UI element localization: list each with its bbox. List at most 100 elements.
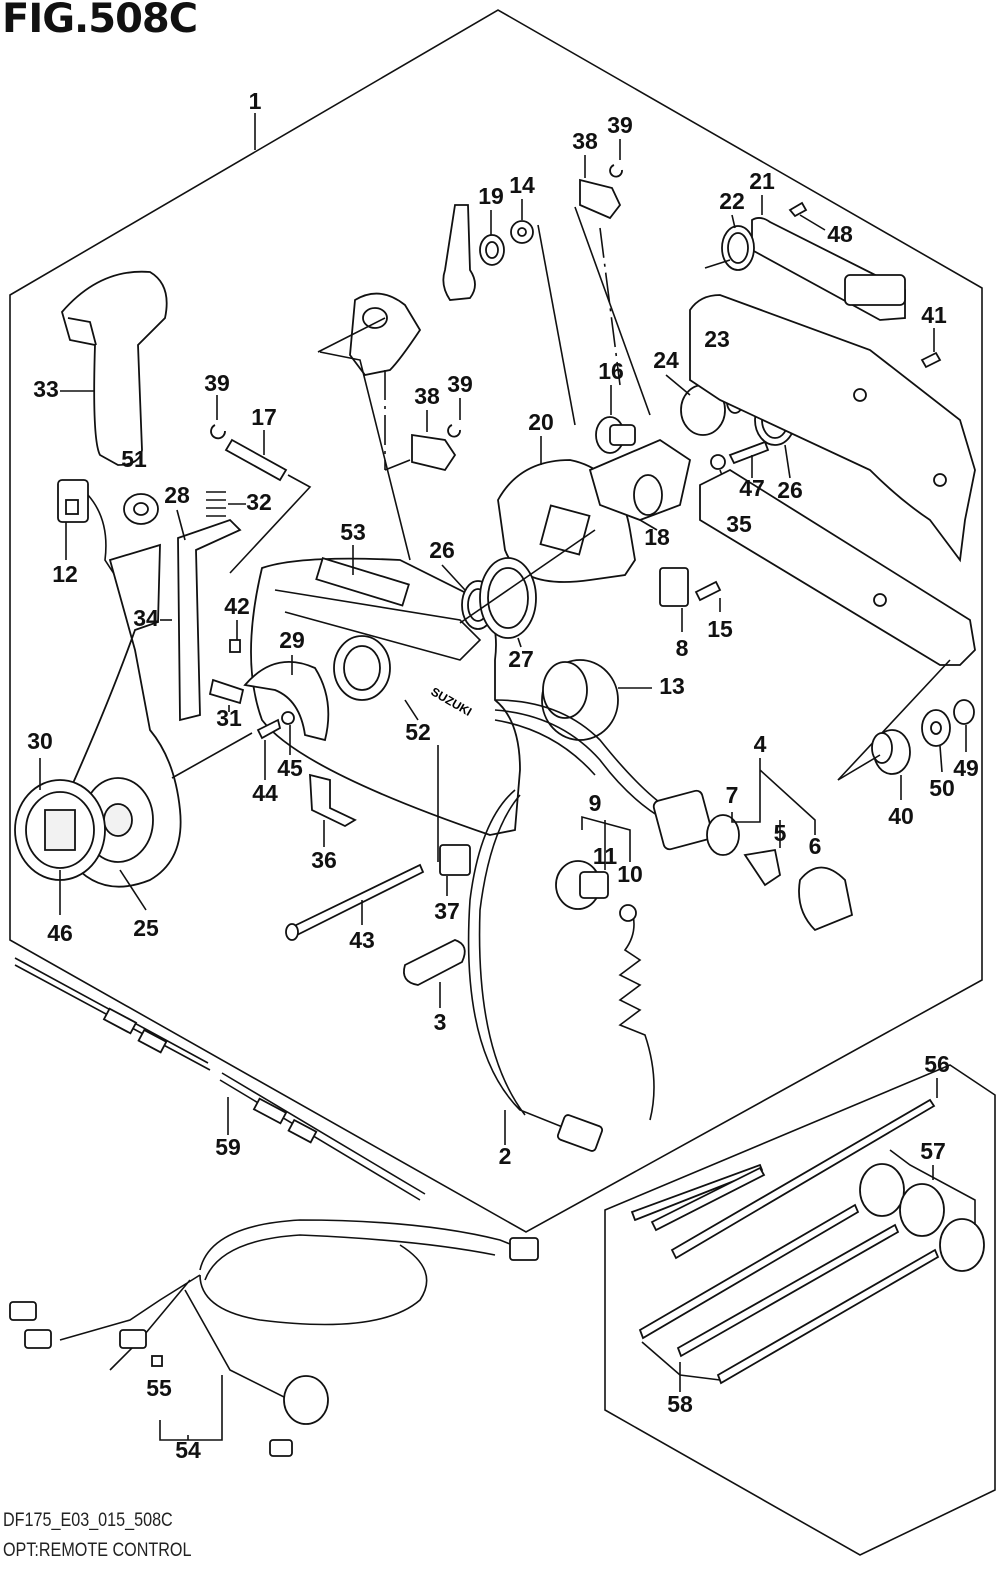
callout-40: 40 — [888, 803, 914, 829]
part-14-washer — [510, 199, 534, 244]
part-33-handle-grip — [60, 270, 168, 466]
callout-34: 34 — [133, 605, 159, 631]
callout-17: 17 — [251, 404, 277, 430]
part-54-main-harness — [9, 1219, 539, 1457]
part-15-screw — [694, 580, 722, 602]
callout-43: 43 — [349, 927, 375, 953]
part-37-clip — [439, 844, 471, 876]
part-55-fuse — [151, 1355, 163, 1367]
callout-25: 25 — [133, 915, 159, 941]
part-38-bracket — [411, 433, 457, 472]
part-58-bolts — [638, 1203, 940, 1392]
callout-51: 51 — [121, 446, 147, 472]
callout-39: 39 — [607, 112, 633, 138]
part-59-cable — [14, 957, 426, 1201]
callout-48: 48 — [827, 221, 853, 247]
callout-35: 35 — [726, 511, 752, 537]
callout-22: 22 — [719, 188, 745, 214]
part-31-plate — [208, 678, 245, 712]
part-16-shaft — [595, 385, 636, 454]
callout-36: 36 — [311, 847, 337, 873]
callout-12: 12 — [52, 561, 78, 587]
part-19-bushing — [479, 210, 505, 266]
callout-44: 44 — [252, 780, 278, 806]
callout-11: 11 — [593, 843, 618, 869]
callout-52: 52 — [405, 719, 431, 745]
callout-15: 15 — [707, 616, 733, 642]
callout-10: 10 — [617, 861, 643, 887]
part-51-washer — [123, 493, 159, 525]
callout-38: 38 — [572, 128, 598, 154]
part-39-clip-c — [447, 424, 461, 438]
callout-18: 18 — [644, 524, 670, 550]
callout-7: 7 — [726, 782, 739, 808]
part-36-bracket — [309, 773, 357, 828]
part-17-pin — [224, 430, 288, 482]
part-56-cable-ties — [630, 1078, 938, 1260]
part-8-switch — [659, 567, 689, 632]
part-28-lever — [176, 509, 242, 722]
part-40-damper — [837, 729, 911, 800]
kit-frame — [604, 1064, 996, 1556]
callout-27: 27 — [508, 646, 534, 672]
part-12-switch — [57, 479, 119, 581]
callout-14: 14 — [509, 172, 535, 198]
callout-54: 54 — [175, 1437, 201, 1463]
part-30-cap — [14, 758, 106, 915]
callout-55: 55 — [146, 1375, 172, 1401]
part-2-harness — [467, 789, 571, 1131]
callout-59: 59 — [215, 1134, 241, 1160]
part-side-cover — [689, 294, 976, 666]
part-39-clip — [210, 424, 226, 440]
callout-33: 33 — [33, 376, 59, 402]
part-6-cap — [798, 866, 854, 932]
part-3-plate — [403, 939, 466, 986]
part-49-nut — [953, 699, 975, 752]
part-50-washer — [921, 709, 951, 773]
callout-37: 37 — [434, 898, 460, 924]
part-44-screw — [256, 718, 282, 740]
callout-50: 50 — [929, 775, 955, 801]
part-48-screw — [788, 201, 808, 218]
callout-49: 49 — [953, 755, 979, 781]
callout-5: 5 — [774, 820, 787, 846]
callout-9: 9 — [589, 790, 602, 816]
callout-26b: 26 — [429, 537, 455, 563]
callout-16: 16 — [598, 358, 624, 384]
callout-8: 8 — [676, 635, 689, 661]
callout-6: 6 — [809, 833, 822, 859]
part-11-stop-switch — [555, 860, 609, 910]
part-52-housing: SUZUKI — [250, 545, 521, 836]
part-45-washer — [281, 711, 295, 725]
part-29-quadrant — [243, 655, 330, 742]
callout-32: 32 — [246, 489, 272, 515]
part-21-lever — [751, 195, 906, 321]
part-32-spring — [206, 491, 246, 517]
callout-13: 13 — [659, 673, 685, 699]
part-7-key-switch — [652, 789, 740, 856]
part-38-bracket-b — [579, 178, 622, 220]
callout-38b: 38 — [414, 383, 440, 409]
figure-code: DF175_E03_015_508C — [3, 1510, 173, 1531]
callout-23: 23 — [704, 326, 730, 352]
part-22-seal — [721, 214, 755, 271]
part-43-bolt — [285, 863, 425, 941]
callout-20: 20 — [528, 409, 554, 435]
callout-26: 26 — [777, 477, 803, 503]
callout-4: 4 — [754, 731, 767, 757]
callout-19: 19 — [478, 183, 504, 209]
part-5-key — [743, 848, 782, 887]
part-41-screw — [920, 351, 942, 369]
callout-39c: 39 — [447, 371, 473, 397]
part-53-plate-bracket — [349, 292, 422, 376]
figure-name: OPT:REMOTE CONTROL — [3, 1540, 192, 1561]
callout-28: 28 — [164, 482, 190, 508]
part-10-lanyard — [618, 904, 655, 1121]
callout-21: 21 — [749, 168, 775, 194]
part-57-dampers — [859, 1149, 985, 1272]
part-2-connector — [556, 1114, 604, 1152]
part-47-bolt — [728, 440, 770, 465]
callout-53: 53 — [340, 519, 366, 545]
